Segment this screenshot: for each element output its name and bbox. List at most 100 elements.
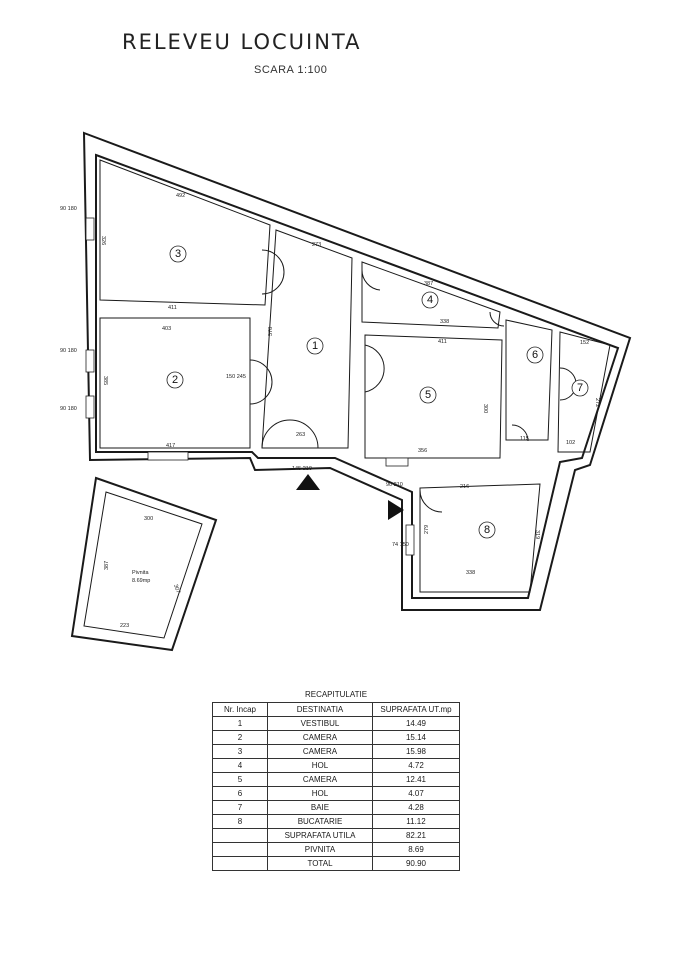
total-label: PIVNITA — [267, 842, 373, 857]
room-number-7: 7 — [577, 382, 583, 394]
dim-r7-top: 152 — [580, 340, 589, 346]
dim-r5-side: 300 — [482, 404, 488, 413]
total-value: 82.21 — [372, 828, 460, 843]
room-1-outline — [261, 229, 353, 449]
dim-pivnita-bottom: 223 — [120, 623, 129, 629]
window-room-2b — [85, 395, 95, 419]
dim-r2-bottom: 417 — [166, 443, 175, 449]
dim-r5-bottom: 356 — [418, 448, 427, 454]
door-arc-hol — [489, 311, 505, 327]
room-8-outline — [419, 483, 541, 593]
recap-table: RECAPITULATIE Nr. Incap DESTINATIA SUPRA… — [212, 688, 460, 871]
dim-r1-top: 273 — [312, 242, 321, 248]
dim-door-room-2: 150 245 — [226, 374, 246, 380]
dim-window-c: 90 180 — [60, 406, 77, 412]
dim-r1-side: 578 — [268, 327, 274, 336]
dim-r8-bottom: 338 — [466, 570, 475, 576]
room-3-outline — [99, 159, 271, 306]
dim-r3-bottom: 411 — [168, 305, 177, 311]
recap-header-dest: DESTINATIA — [267, 702, 373, 717]
window-room-2-bottom — [147, 451, 189, 461]
dim-r6-side: 115 — [520, 436, 529, 442]
dim-r7-side: 272 — [594, 398, 600, 407]
dim-r8-top: 216 — [460, 484, 469, 490]
door-arc-room-3 — [261, 249, 285, 295]
room-number-1: 1 — [312, 340, 318, 352]
dim-r5-top: 411 — [438, 339, 447, 345]
room-label-4: 4 — [421, 291, 439, 309]
dim-r2-top: 403 — [162, 326, 171, 332]
total-label: TOTAL — [267, 856, 373, 871]
room-6-outline — [505, 319, 553, 441]
room-label-3: 3 — [169, 245, 187, 263]
door-arc-entry-a — [261, 419, 291, 449]
dim-r4-top: 387 — [424, 281, 433, 287]
total-value: 90.90 — [372, 856, 460, 871]
window-room-2a — [85, 349, 95, 373]
room-number-2: 2 — [172, 374, 178, 386]
recap-header-area: SUPRAFATA UT.mp — [372, 702, 460, 717]
plan-scale: SCARA 1:100 — [254, 64, 328, 76]
room-number-6: 6 — [532, 349, 538, 361]
dim-r2-side: 385 — [102, 376, 108, 385]
dim-door-room-8: 74 150 — [392, 542, 409, 548]
door-arc-entry-b — [289, 419, 319, 449]
dim-r8-left: 279 — [424, 525, 430, 534]
pivnita-label: Pivnita — [132, 570, 149, 576]
dim-r8-side: 319 — [534, 530, 540, 539]
entrance-arrow-side — [388, 500, 404, 520]
door-arc-room-6 — [511, 424, 529, 442]
total-value: 8.69 — [372, 842, 460, 857]
pivnita-outer — [70, 476, 218, 652]
dim-pivnita-right: 307 — [172, 584, 181, 595]
room-7-outline — [557, 331, 611, 453]
window-room-8 — [405, 524, 415, 556]
plan-title: RELEVEU LOCUINTA — [122, 30, 362, 54]
recap-header-nr: Nr. Incap — [212, 702, 268, 717]
room-label-5: 5 — [419, 386, 437, 404]
dim-window-a: 90 180 — [60, 206, 77, 212]
outer-wall — [82, 131, 632, 611]
room-number-4: 4 — [427, 294, 433, 306]
room-5-outline — [364, 334, 503, 459]
room-number-8: 8 — [484, 524, 490, 536]
dim-door-entry: 145 210 — [292, 466, 312, 472]
pivnita-inner — [83, 491, 203, 639]
dim-r4-bottom: 338 — [440, 319, 449, 325]
entrance-arrow-main — [296, 474, 320, 490]
room-label-1: 1 — [306, 337, 324, 355]
room-4-outline — [361, 261, 501, 329]
door-arc-room-2 — [249, 359, 273, 405]
door-arc-room-5 — [364, 344, 385, 393]
dim-r3-side: 326 — [100, 236, 106, 245]
room-label-6: 6 — [526, 346, 544, 364]
room-label-7: 7 — [571, 379, 589, 397]
dim-r3-top: 492 — [176, 193, 185, 199]
recap-caption: RECAPITULATIE — [212, 688, 460, 703]
dim-pivnita-left: 387 — [104, 561, 110, 570]
dim-door-side: 90 210 — [386, 482, 403, 488]
dim-pivnita-top: 300 — [144, 516, 153, 522]
dim-r1-door: 263 — [296, 432, 305, 438]
door-arc-room-4 — [361, 269, 381, 291]
room-2-outline — [99, 317, 251, 449]
window-room-3 — [85, 217, 95, 241]
room-number-3: 3 — [175, 248, 181, 260]
room-label-2: 2 — [166, 371, 184, 389]
room-number-5: 5 — [425, 389, 431, 401]
room-label-8: 8 — [478, 521, 496, 539]
dim-window-b: 90 180 — [60, 348, 77, 354]
floor-plan-drawing: 3 2 1 4 5 6 7 8 492 411 326 403 417 385 … — [60, 131, 632, 652]
dim-r7-bottom: 102 — [566, 440, 575, 446]
